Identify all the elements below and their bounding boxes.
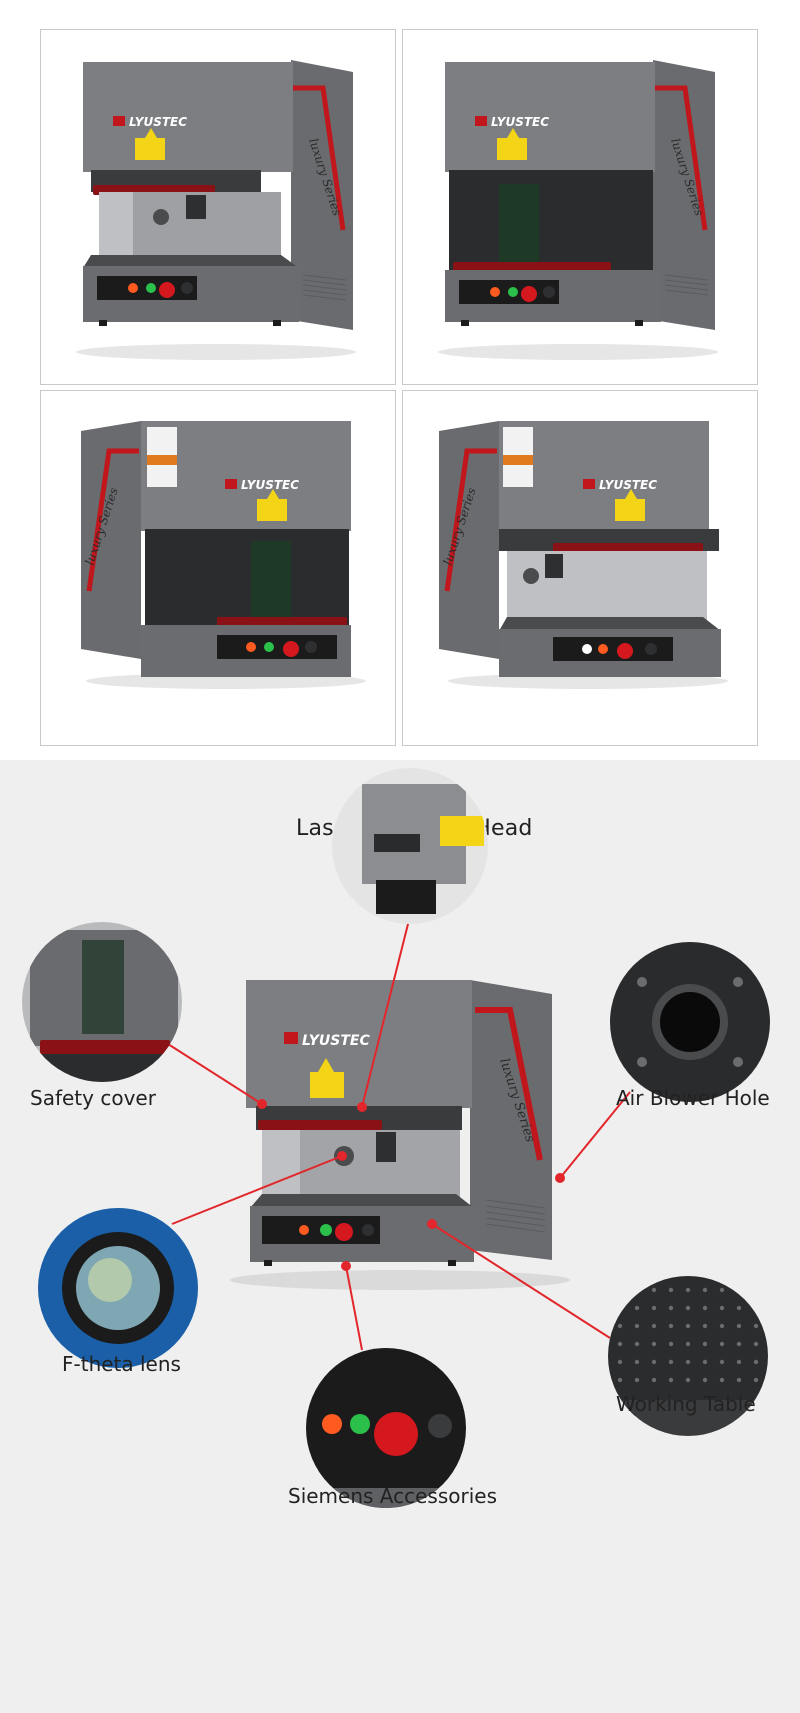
brand-logo-text: LYUSTEC: [491, 115, 549, 129]
table-hole: [685, 1323, 691, 1329]
f-theta-lens-label: F-theta lens: [62, 1352, 181, 1376]
table-hole: [668, 1305, 674, 1311]
safety-cover-detail-image: [22, 922, 182, 1082]
table-hole: [685, 1305, 691, 1311]
main-machine-image: luxury Series LYUSTEC: [230, 980, 570, 1290]
table-hole: [736, 1359, 742, 1365]
machine-open-left-image: luxury Series LYUSTEC: [439, 421, 728, 689]
f-theta-lens-detail-image: [38, 1208, 198, 1368]
table-hole: [651, 1377, 657, 1383]
table-hole: [651, 1305, 657, 1311]
table-hole: [668, 1287, 674, 1293]
table-hole: [617, 1341, 623, 1347]
table-hole: [668, 1377, 674, 1383]
table-hole: [753, 1377, 759, 1383]
table-hole: [634, 1377, 640, 1383]
table-hole: [617, 1359, 623, 1365]
table-hole: [634, 1359, 640, 1365]
table-hole: [719, 1359, 725, 1365]
table-hole: [736, 1287, 742, 1293]
table-hole: [634, 1305, 640, 1311]
table-hole: [702, 1305, 708, 1311]
table-hole: [651, 1359, 657, 1365]
table-hole: [685, 1287, 691, 1293]
table-hole: [753, 1305, 759, 1311]
table-hole: [702, 1359, 708, 1365]
photo-grid: luxury Series LYUSTEC: [0, 0, 800, 760]
table-hole: [651, 1341, 657, 1347]
table-hole: [617, 1323, 623, 1329]
product-photo-1: luxury Series LYUSTEC: [40, 29, 396, 385]
table-hole: [702, 1341, 708, 1347]
brand-logo-text: LYUSTEC: [241, 478, 299, 492]
table-hole: [753, 1341, 759, 1347]
table-hole: [634, 1341, 640, 1347]
table-hole: [651, 1287, 657, 1293]
table-hole: [753, 1359, 759, 1365]
table-hole: [668, 1323, 674, 1329]
table-hole: [651, 1323, 657, 1329]
machine-closed-right-image: luxury Series LYUSTEC: [438, 60, 718, 360]
safety-cover-label: Safety cover: [30, 1086, 156, 1110]
feature-diagram: luxury Series LYUSTEC: [22, 768, 770, 1508]
product-photo-2: luxury Series LYUSTEC: [402, 29, 758, 385]
feature-callout-section: Laser Scanning Head luxury Series LYUSTE…: [0, 760, 800, 1713]
table-hole: [685, 1359, 691, 1365]
working-table-label: Working Table: [616, 1392, 756, 1416]
siemens-accessories-label: Siemens Accessories: [288, 1484, 498, 1508]
table-hole: [617, 1287, 623, 1293]
table-hole: [634, 1323, 640, 1329]
table-hole: [736, 1323, 742, 1329]
table-hole: [685, 1341, 691, 1347]
callout-lines: [167, 919, 631, 1351]
table-hole: [668, 1341, 674, 1347]
table-hole: [634, 1287, 640, 1293]
product-photo-3: luxury Series LYUSTEC: [40, 390, 396, 746]
brand-logo-text: LYUSTEC: [599, 478, 657, 492]
table-hole: [719, 1341, 725, 1347]
laser-scanning-head-detail-image: [332, 768, 488, 924]
table-hole: [617, 1377, 623, 1383]
callout-points: [257, 1099, 565, 1271]
product-photo-4: luxury Series LYUSTEC: [402, 390, 758, 746]
table-hole: [702, 1287, 708, 1293]
brand-logo-text: LYUSTEC: [302, 1033, 370, 1049]
table-hole: [617, 1305, 623, 1311]
brand-logo-text: LYUSTEC: [129, 115, 187, 129]
table-hole: [753, 1287, 759, 1293]
table-hole: [736, 1377, 742, 1383]
table-hole: [702, 1323, 708, 1329]
table-hole: [668, 1359, 674, 1365]
table-hole: [753, 1323, 759, 1329]
table-hole: [685, 1377, 691, 1383]
machine-open-right-image: luxury Series LYUSTEC: [76, 60, 356, 360]
table-hole: [736, 1305, 742, 1311]
air-blower-hole-detail-image: [610, 942, 770, 1102]
table-hole: [719, 1323, 725, 1329]
siemens-accessories-detail-image: [306, 1348, 466, 1508]
table-hole: [719, 1377, 725, 1383]
table-hole: [719, 1305, 725, 1311]
air-blower-hole-label: Air Blower Hole: [616, 1086, 770, 1110]
table-hole: [719, 1287, 725, 1293]
table-hole: [702, 1377, 708, 1383]
machine-closed-left-image: luxury Series LYUSTEC: [81, 421, 366, 689]
table-hole: [736, 1341, 742, 1347]
